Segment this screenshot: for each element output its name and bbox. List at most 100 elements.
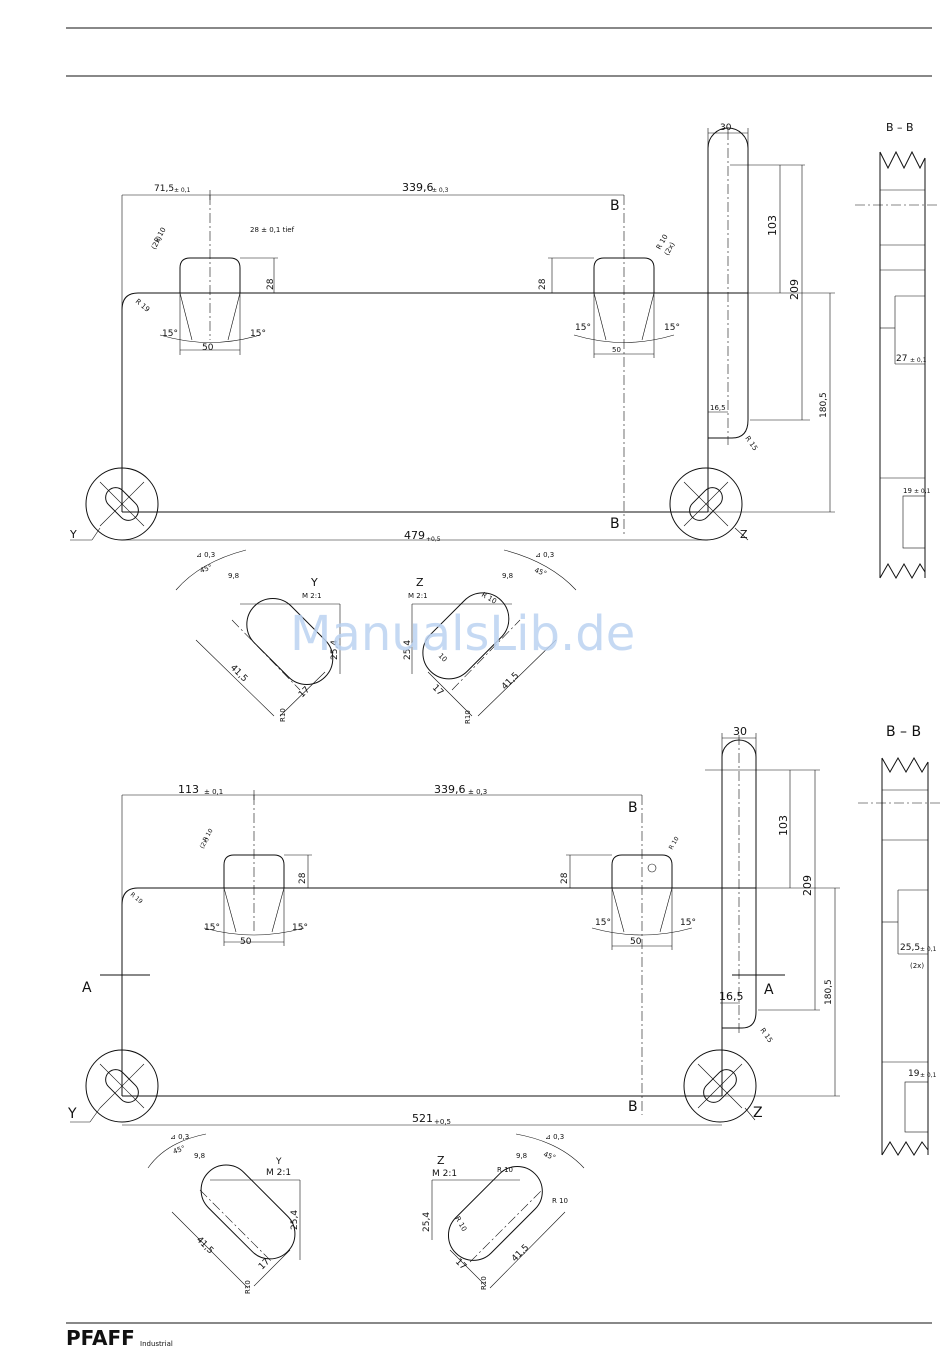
bottom-scale-y: M 2:1 <box>266 1168 291 1178</box>
bottom-tol-left: ± 0,1 <box>204 788 223 796</box>
bottom-angle-l2: 15° <box>292 923 308 933</box>
bottom-r10b-z2: R 10 <box>552 1197 568 1205</box>
pfaff-tagline: Industrial <box>140 1340 173 1348</box>
bottom-detail-z: Z <box>437 1154 445 1167</box>
top-radius-15: R 15 <box>743 435 759 453</box>
bottom-dim98-z: 9,8 <box>516 1152 527 1160</box>
top-label-z: Z <box>740 528 748 541</box>
bottom-angle-l1: 15° <box>204 923 220 933</box>
bottom-dim-span: 339,6 <box>434 783 466 796</box>
top-sec-19: 19 <box>903 487 912 495</box>
bottom-section-title: B – B <box>886 724 921 740</box>
top-dim-depth-left: 28 <box>266 278 276 290</box>
bottom-radius-right: R 10 <box>668 835 681 851</box>
top-dim-span: 339,6 <box>402 181 434 194</box>
top-angle-l2: 15° <box>250 329 266 339</box>
top-label-b2: B <box>610 516 620 532</box>
bottom-dim-bottom: 521 <box>412 1112 433 1125</box>
bottom-dim-depth-left: 28 <box>298 872 308 884</box>
top-angle-l1: 15° <box>162 329 178 339</box>
bottom-drawing <box>70 733 940 1289</box>
top-tol-box-y: ⊿ 0,3 <box>196 551 215 559</box>
top-dim98-z: 9,8 <box>502 572 513 580</box>
bottom-angle45-y: 45° <box>172 1144 186 1156</box>
bottom-label-z: Z <box>753 1105 763 1121</box>
top-tol-box-z: ⊿ 0,3 <box>535 551 554 559</box>
top-radius-outer: R 19 <box>134 297 151 313</box>
bottom-dim415-y: 41,5 <box>194 1235 215 1256</box>
top-dim254-z: 25,4 <box>403 640 413 660</box>
top-label-b1: B <box>610 198 620 214</box>
top-drawing <box>70 127 940 717</box>
bottom-angle-r1: 15° <box>595 918 611 928</box>
top-dim98-y: 9,8 <box>228 572 239 580</box>
top-dim-103: 103 <box>766 215 779 236</box>
top-dim17-z: 17 <box>430 683 445 698</box>
bottom-label-b1: B <box>628 800 638 816</box>
top-dim254-y: 25,4 <box>330 640 340 660</box>
bottom-tol-box-z: ⊿ 0,3 <box>545 1133 564 1141</box>
top-sec-27-tol: ± 0,1 <box>910 357 927 364</box>
bottom-r10b-z3: R 10 <box>453 1215 468 1233</box>
bottom-r10-z: R10 <box>480 1276 488 1290</box>
top-detail-y: Y <box>310 576 318 589</box>
bottom-tol-box-y: ⊿ 0,3 <box>170 1133 189 1141</box>
bottom-sec-19: 19 <box>908 1069 920 1079</box>
top-dim-slot-right: 50 <box>612 346 621 354</box>
bottom-width-30: 30 <box>733 725 747 738</box>
bottom-label-b2: B <box>628 1099 638 1115</box>
bottom-dim-slot-right: 50 <box>630 937 642 947</box>
top-sec-27: 27 <box>896 354 907 364</box>
top-angle45-y: 45° <box>199 563 213 575</box>
top-tol-bottom: +0,5 <box>426 536 441 543</box>
bottom-dim254-y: 25,4 <box>290 1210 300 1230</box>
top-dim17-y: 17 <box>297 685 312 700</box>
top-scale-y: M 2:1 <box>302 592 322 600</box>
top-dim-left: 71,5 <box>154 184 174 194</box>
top-scale-z: M 2:1 <box>408 592 428 600</box>
bottom-dim-slot-left: 50 <box>240 937 252 947</box>
bottom-sec-255-tol: ± 0,1 <box>920 946 937 953</box>
bottom-dim-left: 113 <box>178 783 199 796</box>
bottom-dim-depth-right: 28 <box>560 872 570 884</box>
top-width-30: 30 <box>720 123 732 133</box>
bottom-dim254-z: 25,4 <box>422 1212 432 1232</box>
bottom-label-a2: A <box>764 982 774 998</box>
top-dim415-z: 41,5 <box>500 671 521 692</box>
bottom-dim-103: 103 <box>777 815 790 836</box>
top-r10-z: R10 <box>464 710 472 724</box>
top-tol-left: ± 0,1 <box>174 187 191 194</box>
bottom-dim415-z: 41,5 <box>510 1243 531 1264</box>
bottom-detail-y: Y <box>275 1157 282 1167</box>
bottom-sec-count: (2x) <box>910 962 924 970</box>
bottom-label-y: Y <box>67 1106 77 1122</box>
bottom-dim-1805: 180,5 <box>824 979 834 1005</box>
top-r10b-z: R 10 <box>480 591 498 606</box>
top-dim-1805: 180,5 <box>819 392 829 418</box>
bottom-dim-165: 16,5 <box>719 990 744 1003</box>
top-dim-depth-right: 28 <box>538 278 548 290</box>
bottom-r10b-z1: R 10 <box>497 1166 513 1174</box>
bottom-scale-z: M 2:1 <box>432 1169 457 1179</box>
top-angle45-z: 45° <box>533 566 547 578</box>
top-r10-y: R10 <box>279 708 287 722</box>
top-angle-r1: 15° <box>575 323 591 333</box>
bottom-sec-19-tol: ± 0,1 <box>920 1072 937 1079</box>
top-angle-r2: 15° <box>664 323 680 333</box>
top-label-y: Y <box>69 528 77 541</box>
bottom-label-a1: A <box>82 980 92 996</box>
bottom-tol-span: ± 0,3 <box>468 788 487 796</box>
bottom-dim98-y: 9,8 <box>194 1152 205 1160</box>
bottom-sec-255: 25,5 <box>900 943 920 953</box>
top-section-title: B – B <box>886 121 914 134</box>
watermark: ManualsLib.de <box>290 606 635 662</box>
top-dim-slot-left: 50 <box>202 343 214 353</box>
top-tol-span: ± 0,3 <box>432 187 449 194</box>
bottom-radius-outer: R 19 <box>129 891 144 905</box>
top-sec-19-tol: ± 0,1 <box>914 488 931 495</box>
top-dim-165: 16,5 <box>710 404 726 412</box>
bottom-tol-bottom: +0,5 <box>434 1118 451 1126</box>
bottom-dim-209: 209 <box>801 875 814 896</box>
top-dim-bottom: 479 <box>404 529 425 542</box>
